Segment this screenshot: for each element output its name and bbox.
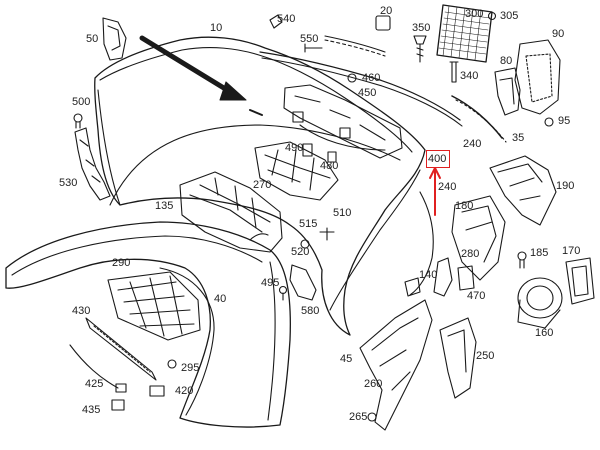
label-part-300[interactable]: 300 — [465, 8, 484, 20]
clip-part-435[interactable] — [111, 399, 125, 411]
nut-part-295[interactable] — [167, 359, 177, 369]
highlight-box-400 — [426, 150, 450, 168]
label-part-470[interactable]: 470 — [467, 290, 486, 302]
label-part-480[interactable]: 480 — [320, 160, 339, 172]
side-bracket-part-260[interactable] — [359, 299, 433, 431]
label-part-510[interactable]: 510 — [333, 207, 352, 219]
label-part-460[interactable]: 460 — [362, 72, 381, 84]
clip-part-140[interactable] — [404, 277, 421, 297]
bolt-part-515[interactable] — [319, 227, 335, 241]
bumper-cover-part-10[interactable] — [94, 36, 426, 336]
label-part-250[interactable]: 250 — [476, 350, 495, 362]
nut-part-520[interactable] — [300, 239, 310, 249]
label-part-420[interactable]: 420 — [175, 385, 194, 397]
bracket-part-50[interactable] — [102, 17, 127, 61]
clip-part-490[interactable] — [302, 143, 313, 157]
cable-part-425[interactable] — [69, 344, 127, 393]
screw-part-500[interactable] — [73, 113, 83, 129]
bracket-part-270[interactable] — [254, 141, 339, 201]
label-part-580[interactable]: 580 — [301, 305, 320, 317]
label-part-450[interactable]: 450 — [358, 87, 377, 99]
label-part-240-lower[interactable]: 240 — [438, 181, 457, 193]
label-part-135[interactable]: 135 — [155, 200, 174, 212]
label-part-430[interactable]: 430 — [72, 305, 91, 317]
carrier-bracket-part-135[interactable] — [179, 171, 283, 253]
grille-insert-part-290[interactable] — [107, 271, 201, 341]
screw-part-350[interactable] — [413, 35, 427, 63]
label-part-80[interactable]: 80 — [500, 55, 513, 67]
bracket-part-190[interactable] — [489, 155, 557, 226]
label-part-515[interactable]: 515 — [299, 218, 318, 230]
label-part-170[interactable]: 170 — [562, 245, 581, 257]
diffuser-part-40[interactable] — [5, 221, 291, 428]
clip-part-265[interactable] — [367, 412, 377, 422]
label-part-490[interactable]: 490 — [285, 142, 304, 154]
label-part-45[interactable]: 45 — [340, 353, 353, 365]
screw-part-495[interactable] — [278, 285, 288, 301]
label-part-520[interactable]: 520 — [291, 246, 310, 258]
label-part-140[interactable]: 140 — [419, 269, 438, 281]
highlight-arrow — [429, 167, 441, 216]
bracket-part-280[interactable] — [433, 257, 453, 297]
label-part-35[interactable]: 35 — [512, 132, 525, 144]
label-part-425[interactable]: 425 — [85, 378, 104, 390]
pad-part-470[interactable] — [457, 265, 475, 291]
label-part-540[interactable]: 540 — [277, 13, 296, 25]
exhaust-trim-part-160[interactable] — [517, 277, 563, 329]
clip-part-95[interactable] — [544, 117, 554, 127]
label-part-180[interactable]: 180 — [455, 200, 474, 212]
bracket-part-80[interactable] — [494, 67, 521, 116]
strip-part-430[interactable] — [85, 317, 157, 381]
label-part-305[interactable]: 305 — [500, 10, 519, 22]
label-part-95[interactable]: 95 — [558, 115, 571, 127]
clip-part-480[interactable] — [327, 151, 337, 163]
label-part-495[interactable]: 495 — [261, 277, 280, 289]
grille-mesh-part-300[interactable] — [436, 4, 493, 63]
label-part-260[interactable]: 260 — [364, 378, 383, 390]
clip-strip-part-20[interactable] — [324, 15, 391, 57]
clip-part-540[interactable] — [269, 14, 283, 29]
label-part-290[interactable]: 290 — [112, 257, 131, 269]
label-part-295[interactable]: 295 — [181, 362, 200, 374]
bolt-part-340[interactable] — [449, 61, 459, 83]
label-part-265[interactable]: 265 — [349, 411, 368, 423]
upper-trim-strip[interactable] — [259, 51, 463, 127]
mounting-rail-part-450[interactable] — [283, 84, 403, 159]
label-part-190[interactable]: 190 — [556, 180, 575, 192]
screw-part-185[interactable] — [517, 251, 527, 269]
label-part-185[interactable]: 185 — [530, 247, 549, 259]
label-part-20[interactable]: 20 — [380, 5, 393, 17]
label-part-500[interactable]: 500 — [72, 96, 91, 108]
bracket-part-180[interactable] — [451, 195, 506, 281]
label-part-40[interactable]: 40 — [214, 293, 227, 305]
label-part-90[interactable]: 90 — [552, 28, 565, 40]
label-part-350[interactable]: 350 — [412, 22, 431, 34]
label-part-50[interactable]: 50 — [86, 33, 99, 45]
label-part-550[interactable]: 550 — [300, 33, 319, 45]
reflector-housing-part-90[interactable] — [514, 39, 561, 115]
bracket-part-530[interactable] — [74, 127, 111, 201]
connector-part-420[interactable] — [149, 385, 165, 397]
exhaust-ring-part-170[interactable] — [565, 257, 595, 305]
bracket-part-250[interactable] — [439, 317, 477, 399]
label-part-10[interactable]: 10 — [210, 22, 223, 34]
clip-part-550[interactable] — [304, 43, 323, 53]
label-part-280[interactable]: 280 — [461, 248, 480, 260]
label-part-400[interactable]: 400 — [428, 153, 447, 165]
label-part-270[interactable]: 270 — [253, 179, 272, 191]
clip-part-460[interactable] — [347, 73, 357, 83]
label-part-340[interactable]: 340 — [460, 70, 479, 82]
bracket-part-580[interactable] — [289, 264, 317, 301]
label-part-435[interactable]: 435 — [82, 404, 101, 416]
direction-arrow — [139, 35, 263, 116]
clip-part-305[interactable] — [487, 11, 497, 21]
label-part-160[interactable]: 160 — [535, 327, 554, 339]
label-part-530[interactable]: 530 — [59, 177, 78, 189]
label-part-240-upper[interactable]: 240 — [463, 138, 482, 150]
moulding-part-35[interactable] — [451, 95, 507, 143]
